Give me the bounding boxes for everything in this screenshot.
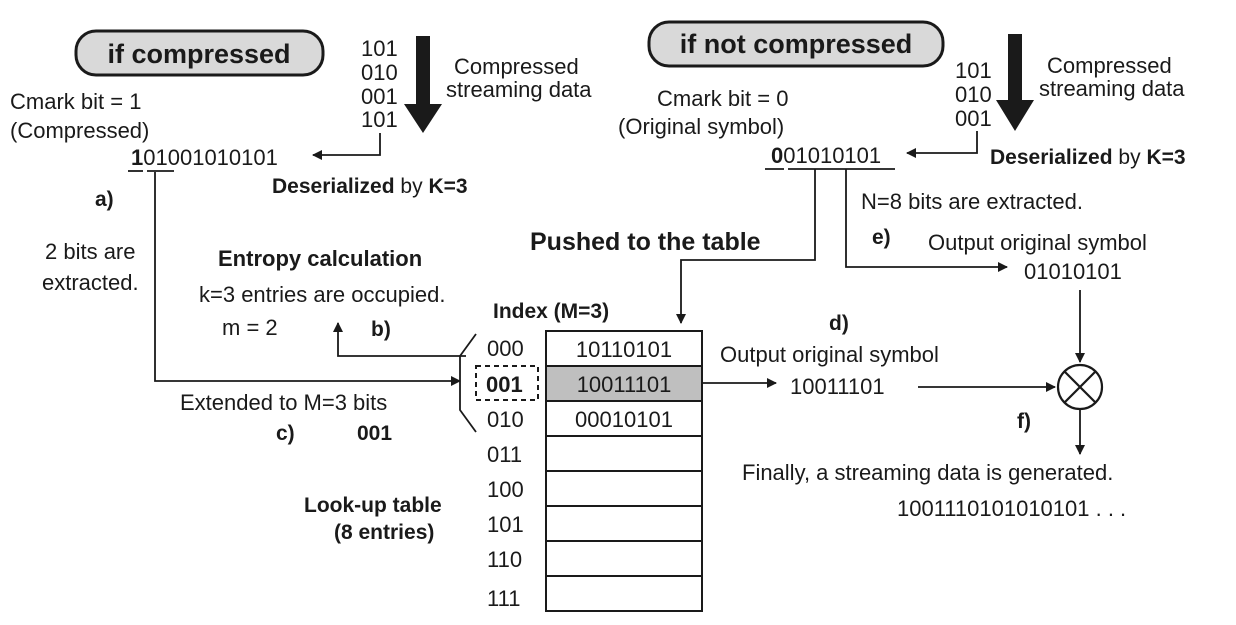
right-cmark-note: (Original symbol) bbox=[618, 114, 784, 139]
left-cmark-label: Cmark bit = 1 bbox=[10, 89, 141, 114]
table-index: 010 bbox=[487, 407, 524, 432]
left-stream-word: 101 bbox=[361, 107, 398, 132]
table-index: 011 bbox=[487, 442, 522, 467]
table-cell bbox=[545, 435, 703, 472]
step-b-label: b) bbox=[371, 318, 391, 341]
table-cell bbox=[545, 505, 703, 542]
table-index: 110 bbox=[487, 547, 522, 572]
left-cmark-bit: 1 bbox=[131, 145, 143, 170]
final-label: Finally, a streaming data is generated. bbox=[742, 460, 1113, 485]
table-index: 101 bbox=[487, 512, 524, 537]
right-cmark-bit: 0 bbox=[771, 143, 783, 168]
compressed-mode-pill bbox=[74, 29, 325, 77]
not-compressed-mode-label: if not compressed bbox=[680, 29, 913, 59]
left-deserialized-label: Deserialized by K=3 bbox=[272, 175, 468, 198]
d-output-label: Output original symbol bbox=[720, 342, 939, 367]
right-deserialize-arrow bbox=[906, 131, 978, 158]
table-cell bbox=[545, 400, 703, 437]
step-e-label: e) bbox=[872, 226, 891, 249]
left-stream-label: Compressed bbox=[454, 54, 579, 79]
step-a-label: a) bbox=[95, 188, 114, 211]
entropy-title: Entropy calculation bbox=[218, 246, 422, 271]
right-output-label: Output original symbol bbox=[928, 230, 1147, 255]
step-d-label: d) bbox=[829, 312, 849, 335]
table-title: (8 entries) bbox=[334, 521, 434, 544]
lookup-table: 10110101 10011101 00010101 000 001 010 0… bbox=[486, 330, 703, 612]
right-stream-label: streaming data bbox=[1039, 76, 1185, 101]
right-deserialized-label: Deserialized by K=3 bbox=[990, 146, 1186, 169]
not-compressed-mode-pill bbox=[647, 20, 945, 68]
left-stream-word: 010 bbox=[361, 60, 398, 85]
table-cell bbox=[545, 330, 703, 367]
left-extracted-bits: 01 bbox=[143, 145, 167, 170]
right-stream-word: 101 bbox=[955, 58, 992, 83]
left-stream-words: 101 010 001 101 bbox=[361, 36, 398, 132]
table-entry: 00010101 bbox=[575, 407, 673, 432]
left-extracted-note: 2 bits are bbox=[45, 239, 136, 264]
extended-note: Extended to M=3 bits bbox=[180, 390, 387, 415]
right-stream-word: 001 bbox=[955, 106, 992, 131]
left-stream-down-arrow bbox=[404, 36, 442, 133]
left-stream-label: streaming data bbox=[446, 77, 592, 102]
right-stream-word: 010 bbox=[955, 82, 992, 107]
right-cmark-label: Cmark bit = 0 bbox=[657, 86, 788, 111]
push-to-table-arrow bbox=[676, 169, 816, 324]
selected-index-box bbox=[475, 365, 539, 401]
extended-value: 001 bbox=[357, 422, 392, 445]
step-f-label: f) bbox=[1017, 410, 1031, 433]
right-stream-words: 101 010 001 bbox=[955, 58, 992, 131]
left-stream-word: 101 bbox=[361, 36, 398, 61]
table-cell bbox=[545, 540, 703, 577]
pushed-to-table-label: Pushed to the table bbox=[530, 228, 761, 256]
table-index: 111 bbox=[487, 586, 520, 611]
table-index-highlighted: 001 bbox=[486, 372, 523, 397]
right-bit-string: 001010101 bbox=[771, 143, 881, 168]
table-title: Look-up table bbox=[304, 494, 442, 517]
left-stream-word: 001 bbox=[361, 84, 398, 109]
left-deserialize-arrow bbox=[312, 133, 381, 160]
right-extracted-bits: 01010101 bbox=[783, 143, 881, 168]
table-index: 000 bbox=[487, 336, 524, 361]
left-extracted-note: extracted. bbox=[42, 270, 139, 295]
entropy-arrow bbox=[333, 322, 466, 357]
extracted-to-index-arrow bbox=[154, 172, 461, 386]
table-entry: 10110101 bbox=[576, 337, 672, 362]
d-output-value: 10011101 bbox=[790, 374, 885, 399]
table-index: 100 bbox=[487, 477, 524, 502]
table-cell bbox=[545, 470, 703, 507]
index-header: Index (M=3) bbox=[493, 300, 609, 323]
left-cmark-note: (Compressed) bbox=[10, 118, 149, 143]
combiner-icon bbox=[1056, 363, 1104, 411]
left-bit-string: 101001010101 bbox=[131, 145, 278, 170]
entropy-note: k=3 entries are occupied. bbox=[199, 282, 445, 307]
table-entry: 10011101 bbox=[577, 372, 672, 397]
final-stream-value: 1001110101010101 . . . bbox=[897, 496, 1126, 521]
right-extracted-note: N=8 bits are extracted. bbox=[861, 189, 1083, 214]
m-value: m = 2 bbox=[222, 315, 278, 340]
right-output-value: 01010101 bbox=[1024, 259, 1122, 284]
original-output-arrow bbox=[845, 169, 1008, 272]
compressed-mode-label: if compressed bbox=[107, 39, 290, 69]
occupied-entries-brace bbox=[459, 333, 477, 433]
step-c-label: c) bbox=[276, 422, 295, 445]
left-remaining-bits: 001010101 bbox=[168, 145, 278, 170]
right-stream-down-arrow bbox=[996, 34, 1034, 131]
right-stream-label: Compressed bbox=[1047, 53, 1172, 78]
table-cell bbox=[545, 575, 703, 612]
